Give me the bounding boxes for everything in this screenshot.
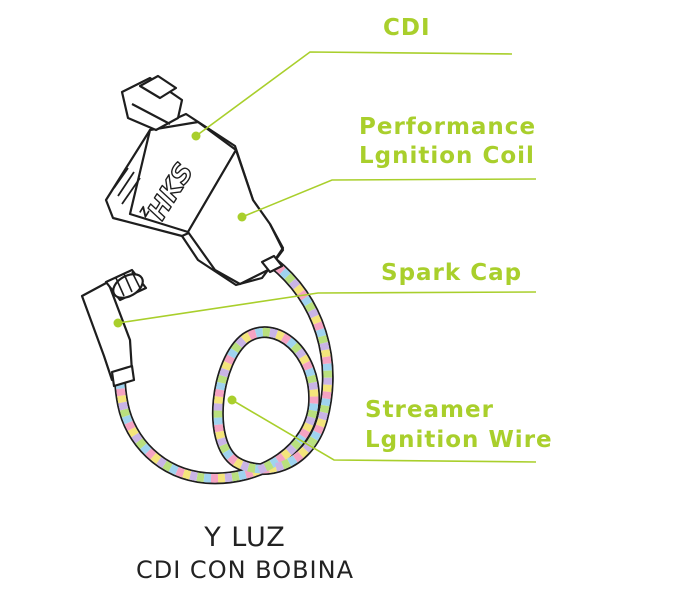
- wire-stripe: [115, 258, 332, 483]
- wire-stripe: [115, 258, 332, 483]
- connector-groove: [131, 103, 171, 125]
- cdi-coil-unit: HKS Z: [104, 74, 285, 287]
- label-wire-line2: Lgnition Wire: [365, 427, 553, 453]
- caption-line1: Y LUZ: [204, 522, 286, 553]
- leader-dot-spark-cap: [113, 318, 123, 328]
- connector-latch: [138, 74, 178, 100]
- leader-coil: [241, 178, 537, 218]
- label-cdi: CDI: [383, 15, 431, 41]
- leader-dot-cdi: [191, 131, 201, 141]
- spark-cap-ridges: [115, 271, 141, 297]
- leader-cdi: [195, 51, 513, 137]
- spark-cap-collar: [110, 364, 136, 388]
- leader-wire: [231, 399, 537, 463]
- coil-output-boot: [260, 254, 284, 274]
- label-spark-cap: Spark Cap: [381, 260, 523, 286]
- caption-line2: CDI CON BOBINA: [135, 556, 355, 584]
- streamer-ignition-wire: [114, 256, 334, 485]
- wire-stripe: [115, 258, 332, 483]
- leader-dot-wire: [227, 395, 237, 405]
- leader-spark-cap: [117, 291, 537, 324]
- label-wire-line1: Streamer: [365, 397, 494, 423]
- coil-lower-module: [181, 223, 285, 287]
- leader-dot-coil: [237, 212, 247, 222]
- leader-dots: [113, 131, 247, 405]
- side-vent: [113, 167, 141, 205]
- label-coil-line2: Lgnition Coil: [359, 143, 535, 169]
- label-coil-line1: Performance: [359, 114, 537, 140]
- leader-lines: [117, 51, 537, 463]
- spark-cap: [80, 268, 148, 388]
